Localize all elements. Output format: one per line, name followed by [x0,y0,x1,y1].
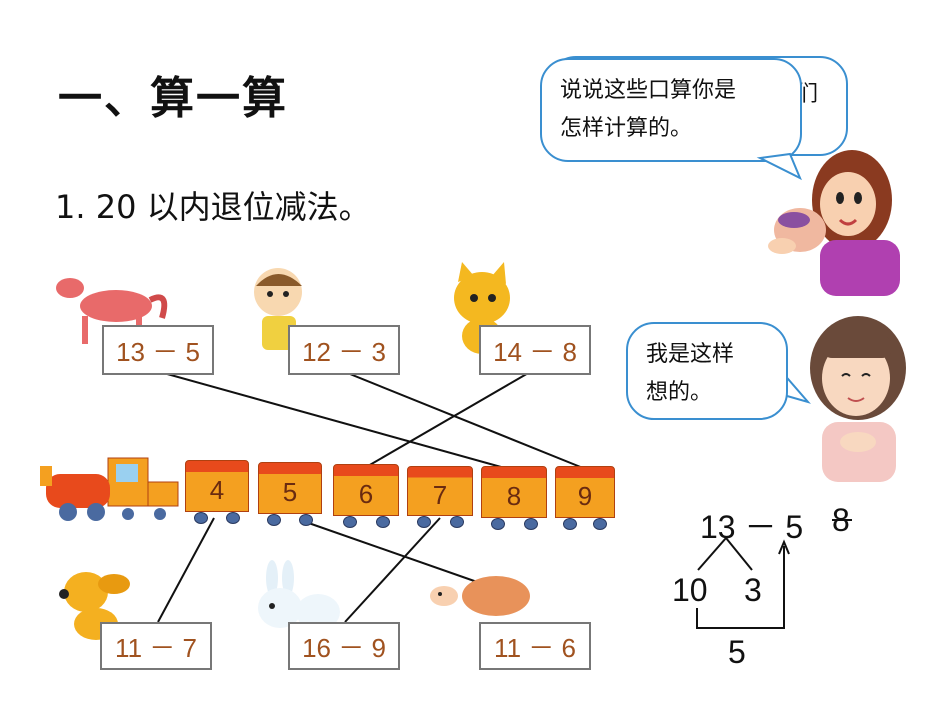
girl-bubble-line1: 我是这样 [646,342,735,367]
calc-result: 8 [832,502,850,538]
car-number-6: 6 [333,464,399,516]
car-wheels [333,516,399,528]
car-number-5: 5 [258,462,322,514]
train-car-5: 8 [481,466,547,530]
split-line-left [697,537,727,571]
top-expression-2: 12 － 3 [288,325,400,375]
bottom-expression-2: 16 － 9 [288,622,400,670]
horse-illustration [52,266,172,350]
car-wheels [185,512,249,524]
line-11-7-to-4 [157,517,215,623]
car-wheels [555,518,615,530]
train-car-3: 6 [333,464,399,528]
split-left-value: 10 [672,572,708,608]
girl-illustration [800,306,910,482]
split-right-value: 3 [744,572,762,608]
problem-heading: 1. 20 以内退位减法。 [55,188,371,226]
boy-icon [254,268,302,350]
dog-icon [59,572,130,640]
cat-illustration [446,262,520,356]
dog-illustration [52,564,138,644]
top-expression-3: 14 － 8 [479,325,591,375]
arrow-up-icon [778,539,790,555]
rabbit-illustration [252,560,344,640]
car-wheels [407,516,473,528]
car-wheels [481,518,547,530]
turtle-illustration [428,570,538,618]
teacher-bubble-line1: 说说这些口算你是 [560,78,737,103]
sum-value: 5 [728,634,746,670]
boy-illustration [246,262,312,360]
calc-expression: 13 － 5 [700,509,804,545]
bottom-expression-1: 11 － 7 [100,622,212,670]
turtle-icon [430,576,530,616]
locomotive-icon [40,457,179,521]
car-number-9: 9 [555,466,615,518]
rabbit-icon [258,560,340,630]
train-car-4: 7 [407,466,473,528]
train-car-1: 4 [185,460,249,524]
girl-bubble-line2: 想的。 [646,380,713,405]
line-13-5-to-8 [159,371,513,471]
teacher-bubble-line2: 怎样计算的。 [560,116,693,141]
teacher-icon [768,150,900,296]
car-wheels [258,514,322,526]
line-11-6-to-5 [299,519,501,591]
line-16-9-to-7 [344,517,441,623]
train-car-2: 5 [258,462,322,526]
cat-icon [454,262,510,354]
train-car-6: 9 [555,466,615,530]
sum-bracket [696,546,785,629]
car-number-8: 8 [481,466,547,518]
bottom-expression-3: 11 － 6 [479,622,591,670]
car-number-7: 7 [407,466,473,516]
car-number-4: 4 [185,460,249,512]
girl-icon [810,316,906,482]
teacher-illustration [760,140,910,296]
girl-speech-bubble: 我是这样 想的。 [626,322,788,420]
section-title: 一、算一算 [58,73,288,124]
line-12-3-to-9 [344,371,589,471]
teacher-speech-bubble: 说说这些口算你是 怎样计算的。 [540,58,802,162]
top-expression-1: 13 － 5 [102,325,214,375]
horse-icon [56,278,168,344]
split-line-right [725,537,753,571]
locomotive [38,452,180,524]
line-14-8-to-6 [367,371,531,467]
